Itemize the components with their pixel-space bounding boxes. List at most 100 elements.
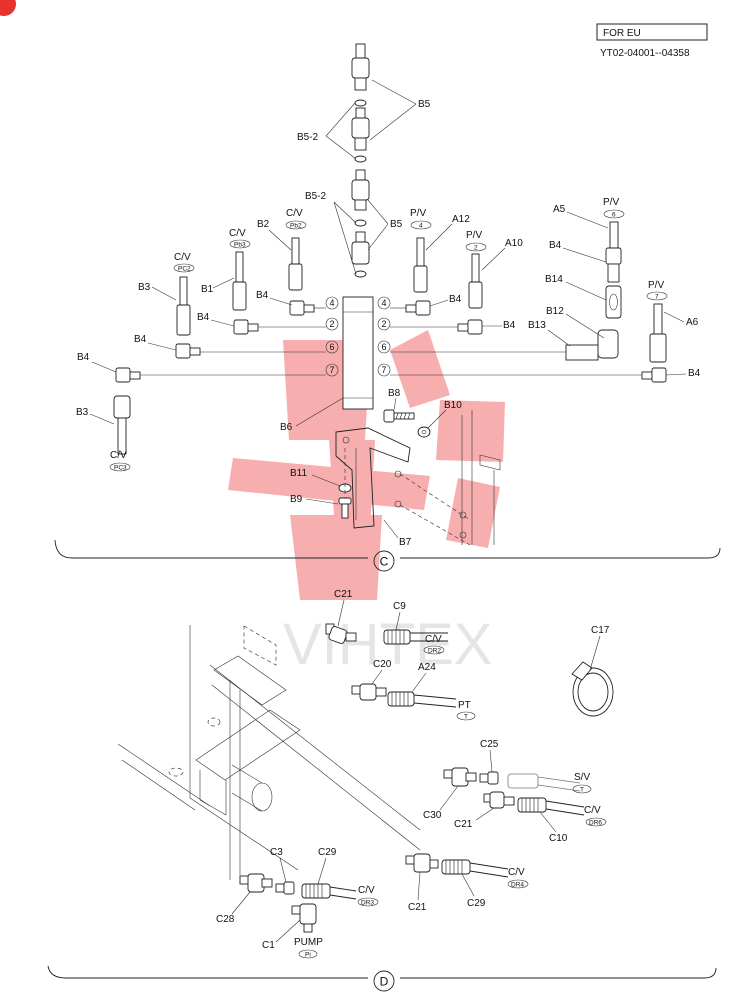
fitting-c28 [239,873,273,893]
label-b2: B2 [257,219,270,230]
hose-cv-pb3 [232,251,247,311]
port-sv-t-code: T [580,787,584,794]
clamp-c17 [571,661,614,717]
svg-text:2: 2 [381,319,386,329]
label-c21-mid: C21 [454,819,473,830]
label-b7: B7 [399,537,412,548]
label-b4-r2: B4 [503,320,516,331]
label-a6: A6 [686,317,699,328]
port-cv-dr3-name: C/V [358,885,375,896]
port-cv-pc2-code: PC2 [178,266,191,273]
label-b12: B12 [546,306,564,317]
hose-sv-t [507,773,581,792]
fitting-c21-mid [483,791,515,809]
label-b4-l1: B4 [256,290,269,301]
label-b5-mid: B5 [390,219,403,230]
port-pv-2-code: 2 [474,245,478,252]
section-d: C21 C9 C/V DR2 C17 C20 [47,589,717,992]
svg-text:6: 6 [381,342,386,352]
section-c: B5 B5-2 B5-2 B5 C/V PC2 B3 C/V Pb3 B1 C/ [54,43,721,572]
svg-text:7: 7 [329,365,334,375]
label-b14: B14 [545,274,563,285]
bolt-b8 [383,409,415,423]
port-pt-t-name: PT [458,700,471,711]
port-pv-2-name: P/V [466,230,482,241]
port-connection-lines [140,307,642,376]
port-cv-pb3-name: C/V [229,228,246,239]
section-c-marker [373,550,395,572]
label-b5-2-top: B5-2 [297,132,319,143]
port-pt-t-code: T [464,714,468,721]
hose-pv-2 [468,253,483,309]
b4-fittings-left [115,300,315,383]
svg-text:6: 6 [329,342,334,352]
label-b1: B1 [201,284,214,295]
port-pv-6-code: 6 [612,212,616,219]
label-b4-l2: B4 [197,312,210,323]
label-a10: A10 [505,238,523,249]
label-b4-r1: B4 [449,294,462,305]
label-b4-r-top: B4 [549,240,562,251]
port-sv-t-name: S/V [574,772,590,783]
section-d-label: D [380,975,389,989]
fitting-c30 [443,767,477,787]
fitting-c21-top [325,623,357,644]
label-c28: C28 [216,914,235,925]
port-pv-4-code: 4 [419,223,423,230]
corner-badge [0,0,16,16]
label-b5-2-mid: B5-2 [305,191,327,202]
label-b13: B13 [528,320,546,331]
port-cv-dr6-code: DR6 [589,820,602,827]
hose-pv-7 [653,303,663,335]
port-pv-4-name: P/V [410,208,426,219]
block-port-numbers: 4 2 6 7 4 2 6 7 [325,296,391,377]
label-c29-a: C29 [318,847,337,858]
hose-c29-a [301,883,357,900]
label-c20: C20 [373,659,392,670]
label-b4-l3: B4 [134,334,147,345]
label-c25: C25 [480,739,499,750]
label-c17: C17 [591,625,610,636]
label-b5-top: B5 [418,99,431,110]
section-c-divider [54,539,721,559]
label-c1: C1 [262,940,275,951]
port-cv-dr6-name: C/V [584,805,601,816]
label-b10: B10 [444,400,462,411]
label-b3-low: B3 [76,407,89,418]
frame-sketch-c [459,410,501,545]
port-cv-pc3-name: C/V [110,450,127,461]
label-b8: B8 [388,388,401,399]
port-cv-pb2-name: C/V [286,208,303,219]
port-pv-7-code: 7 [655,294,659,301]
port-cv-pc2-name: C/V [174,252,191,263]
label-c29-b: C29 [467,898,486,909]
hose-c10 [517,797,585,816]
svg-text:4: 4 [329,298,334,308]
port-pv-6-name: P/V [603,197,619,208]
watermark-text: VIHTEX [283,612,493,677]
bracket-b7 [335,427,411,529]
port-pv-7-name: P/V [648,280,664,291]
label-b11: B11 [290,468,307,479]
label-b3-left: B3 [138,282,151,293]
label-a5: A5 [553,204,566,215]
hose-cv-pc2 [176,276,191,336]
svg-text:7: 7 [381,365,386,375]
hose-pv-6 [609,221,619,249]
section-d-divider [47,965,717,979]
section-d-marker [373,970,395,992]
b5-stack [351,43,370,278]
fitting-c21-low [405,853,439,873]
hose-pv-4 [413,237,428,293]
hose-c9 [383,629,448,645]
port-pump-pi-name: PUMP [294,937,323,948]
b4-fittings-right [405,300,667,383]
port-cv-pb2-code: Pb2 [290,223,302,230]
fitting-c20 [351,683,387,701]
label-c3: C3 [270,847,283,858]
fitting-c25 [479,771,499,785]
region-box [596,23,708,41]
label-b6: B6 [280,422,293,433]
